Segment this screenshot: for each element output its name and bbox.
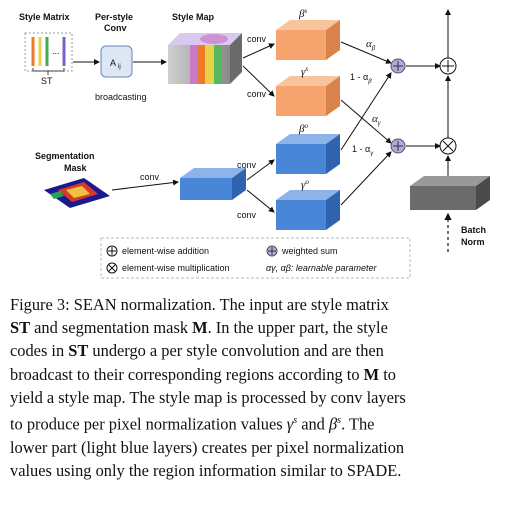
alpha-gamma-label: αγ	[372, 113, 381, 127]
caption-line: to produce per pixel normalization value…	[10, 414, 375, 434]
beta-o-label: βo	[298, 122, 308, 135]
weighted-sum-gamma	[390, 138, 406, 154]
beta-s-label: βs	[298, 7, 307, 20]
aij-conv-block: A ij	[100, 45, 133, 78]
add-circle	[439, 57, 457, 75]
beta-o-block	[276, 134, 340, 174]
st-label: ST	[41, 76, 53, 86]
batch-norm-label-1: Batch	[461, 225, 486, 235]
svg-text:...: ...	[52, 46, 60, 56]
caption-line: broadcast to their corresponding regions…	[10, 364, 396, 384]
style-matrix-label: Style Matrix	[19, 12, 70, 22]
caption-line: ST and segmentation mask M. In the upper…	[10, 318, 388, 338]
gamma-o-block	[276, 190, 340, 230]
gamma-s-label: γs	[301, 65, 308, 78]
per-style-conv-label-1: Per-style	[95, 12, 133, 22]
svg-text:A: A	[110, 58, 116, 68]
conv-label-3: conv	[140, 172, 160, 182]
caption-line: values using only the region information…	[10, 460, 402, 480]
caption-line: yield a style map. The style map is proc…	[10, 387, 406, 407]
style-map-label: Style Map	[172, 12, 215, 22]
segmentation-mask-label-1: Segmentation	[35, 151, 95, 161]
conv-label-4: conv	[237, 160, 257, 170]
svg-text:ij: ij	[118, 64, 121, 70]
batch-norm-block	[410, 176, 490, 210]
conv-label-1: conv	[247, 34, 267, 44]
shared-mask-block	[180, 168, 246, 200]
figure-caption: Figure 3: SEAN normalization. The input …	[10, 293, 504, 482]
legend-wsum: weighted sum	[281, 246, 338, 256]
weighted-sum-beta	[390, 58, 406, 74]
one-minus-alpha-gamma-label: 1 - αγ	[352, 144, 374, 157]
conv-label-2: conv	[247, 89, 267, 99]
caption-line: lower part (light blue layers) creates p…	[10, 437, 405, 457]
one-minus-alpha-beta-label: 1 - αβ	[350, 72, 372, 85]
per-style-conv-label-2: Conv	[104, 23, 127, 33]
multiply-circle	[439, 137, 457, 155]
conv-label-5: conv	[237, 210, 257, 220]
broadcasting-label: broadcasting	[95, 92, 147, 102]
legend: element-wise addition element-wise multi…	[100, 237, 411, 279]
caption-line: codes in ST undergo a per style convolut…	[10, 341, 384, 361]
beta-s-block	[276, 20, 340, 60]
legend-mul: element-wise multiplication	[122, 263, 230, 273]
segmentation-mask-image	[44, 178, 110, 208]
caption-line: Figure 3: SEAN normalization. The input …	[10, 295, 389, 314]
legend-params: αγ, αβ: learnable parameter	[266, 263, 377, 273]
style-map-block	[168, 33, 242, 84]
legend-add: element-wise addition	[122, 246, 209, 256]
style-matrix-box: ...	[24, 32, 73, 75]
segmentation-mask-label-2: Mask	[64, 163, 88, 173]
alpha-beta-label: αβ	[366, 38, 376, 52]
gamma-s-block	[276, 76, 340, 116]
batch-norm-label-2: Norm	[461, 237, 485, 247]
gamma-o-label: γo	[301, 178, 309, 191]
sean-diagram: Style Matrix ... ST Per-style Conv A ij …	[19, 7, 490, 279]
